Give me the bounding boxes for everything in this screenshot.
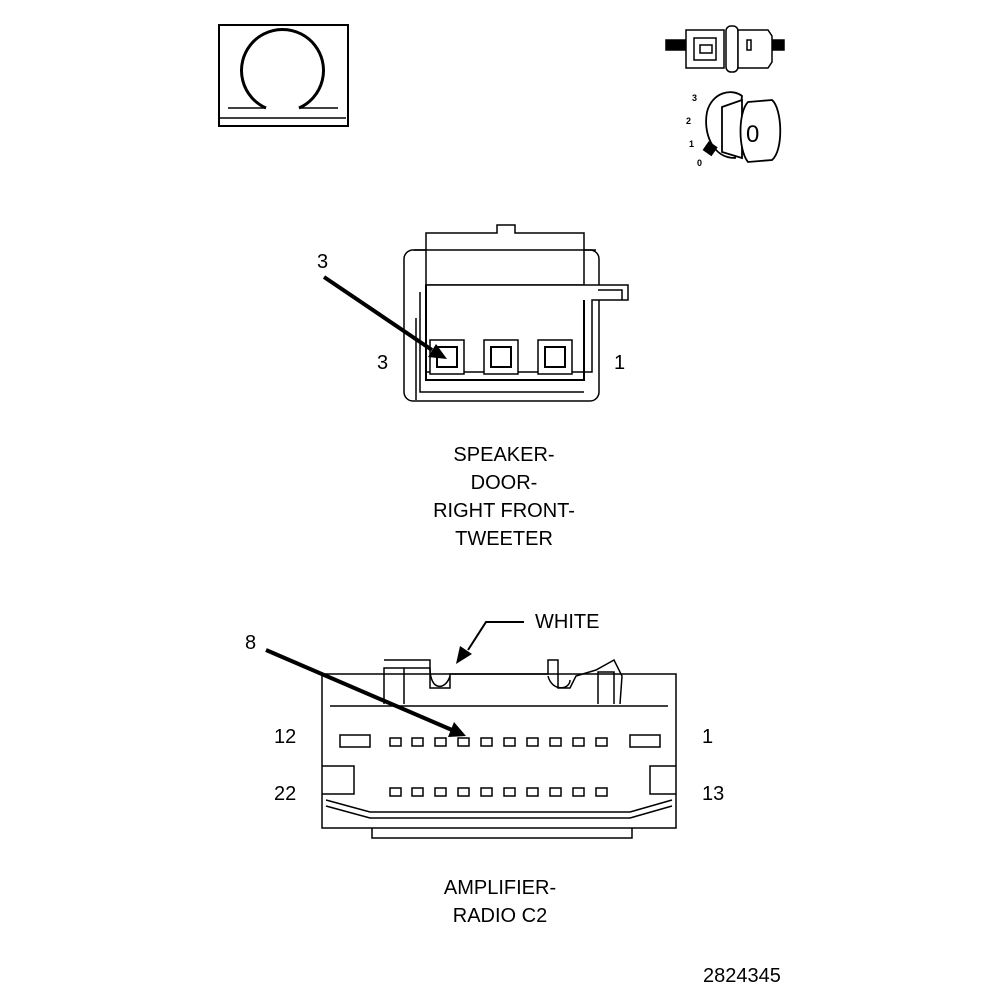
amplifier-title-line-2: RADIO C2: [452, 905, 548, 927]
key-position-2: 2: [686, 116, 692, 126]
tweeter-callout-arrow: [322, 275, 447, 359]
amplifier-title-line-1: AMPLIFIER-: [443, 877, 557, 899]
amplifier-color-label: WHITE: [535, 611, 600, 633]
tweeter-title: SPEAKER- DOOR- RIGHT FRONT- TWEETER: [404, 441, 604, 553]
tweeter-callout-pin: 3: [317, 251, 329, 273]
tweeter-title-line-4: TWEETER: [455, 528, 553, 550]
tweeter-title-line-2: DOOR-: [470, 472, 538, 494]
amplifier-row2-left-label: 22: [274, 783, 297, 805]
ohm-meter-icon: [218, 24, 349, 127]
figure-number: 2824345: [703, 965, 781, 987]
key-label: 0: [746, 121, 760, 148]
key-position-0: 0: [697, 158, 703, 168]
tweeter-title-line-1: SPEAKER-: [453, 444, 555, 466]
amplifier-connector: [321, 658, 677, 839]
key-position-1: 1: [689, 139, 695, 149]
amplifier-row2-right-label: 13: [702, 783, 725, 805]
amplifier-pin-row-1: [389, 737, 608, 747]
key-position-3: 3: [692, 93, 698, 103]
amplifier-row1-right-label: 1: [702, 726, 714, 748]
tweeter-connector: [403, 224, 629, 402]
white-callout-leader: [456, 621, 524, 664]
key-switch-icon: [702, 91, 782, 163]
amplifier-callout-pin: 8: [245, 632, 257, 654]
amplifier-row1-left-label: 12: [274, 726, 297, 748]
tweeter-title-line-3: RIGHT FRONT-: [433, 500, 575, 522]
amplifier-title: AMPLIFIER- RADIO C2: [400, 874, 600, 930]
tweeter-right-pin-label: 1: [614, 352, 626, 374]
amplifier-pin-row-2: [389, 787, 608, 797]
tweeter-left-pin-label: 3: [377, 352, 389, 374]
connector-plug-icon: [665, 25, 785, 73]
tweeter-pin-cavities: [429, 339, 573, 375]
amplifier-callout-arrow: [265, 648, 466, 737]
